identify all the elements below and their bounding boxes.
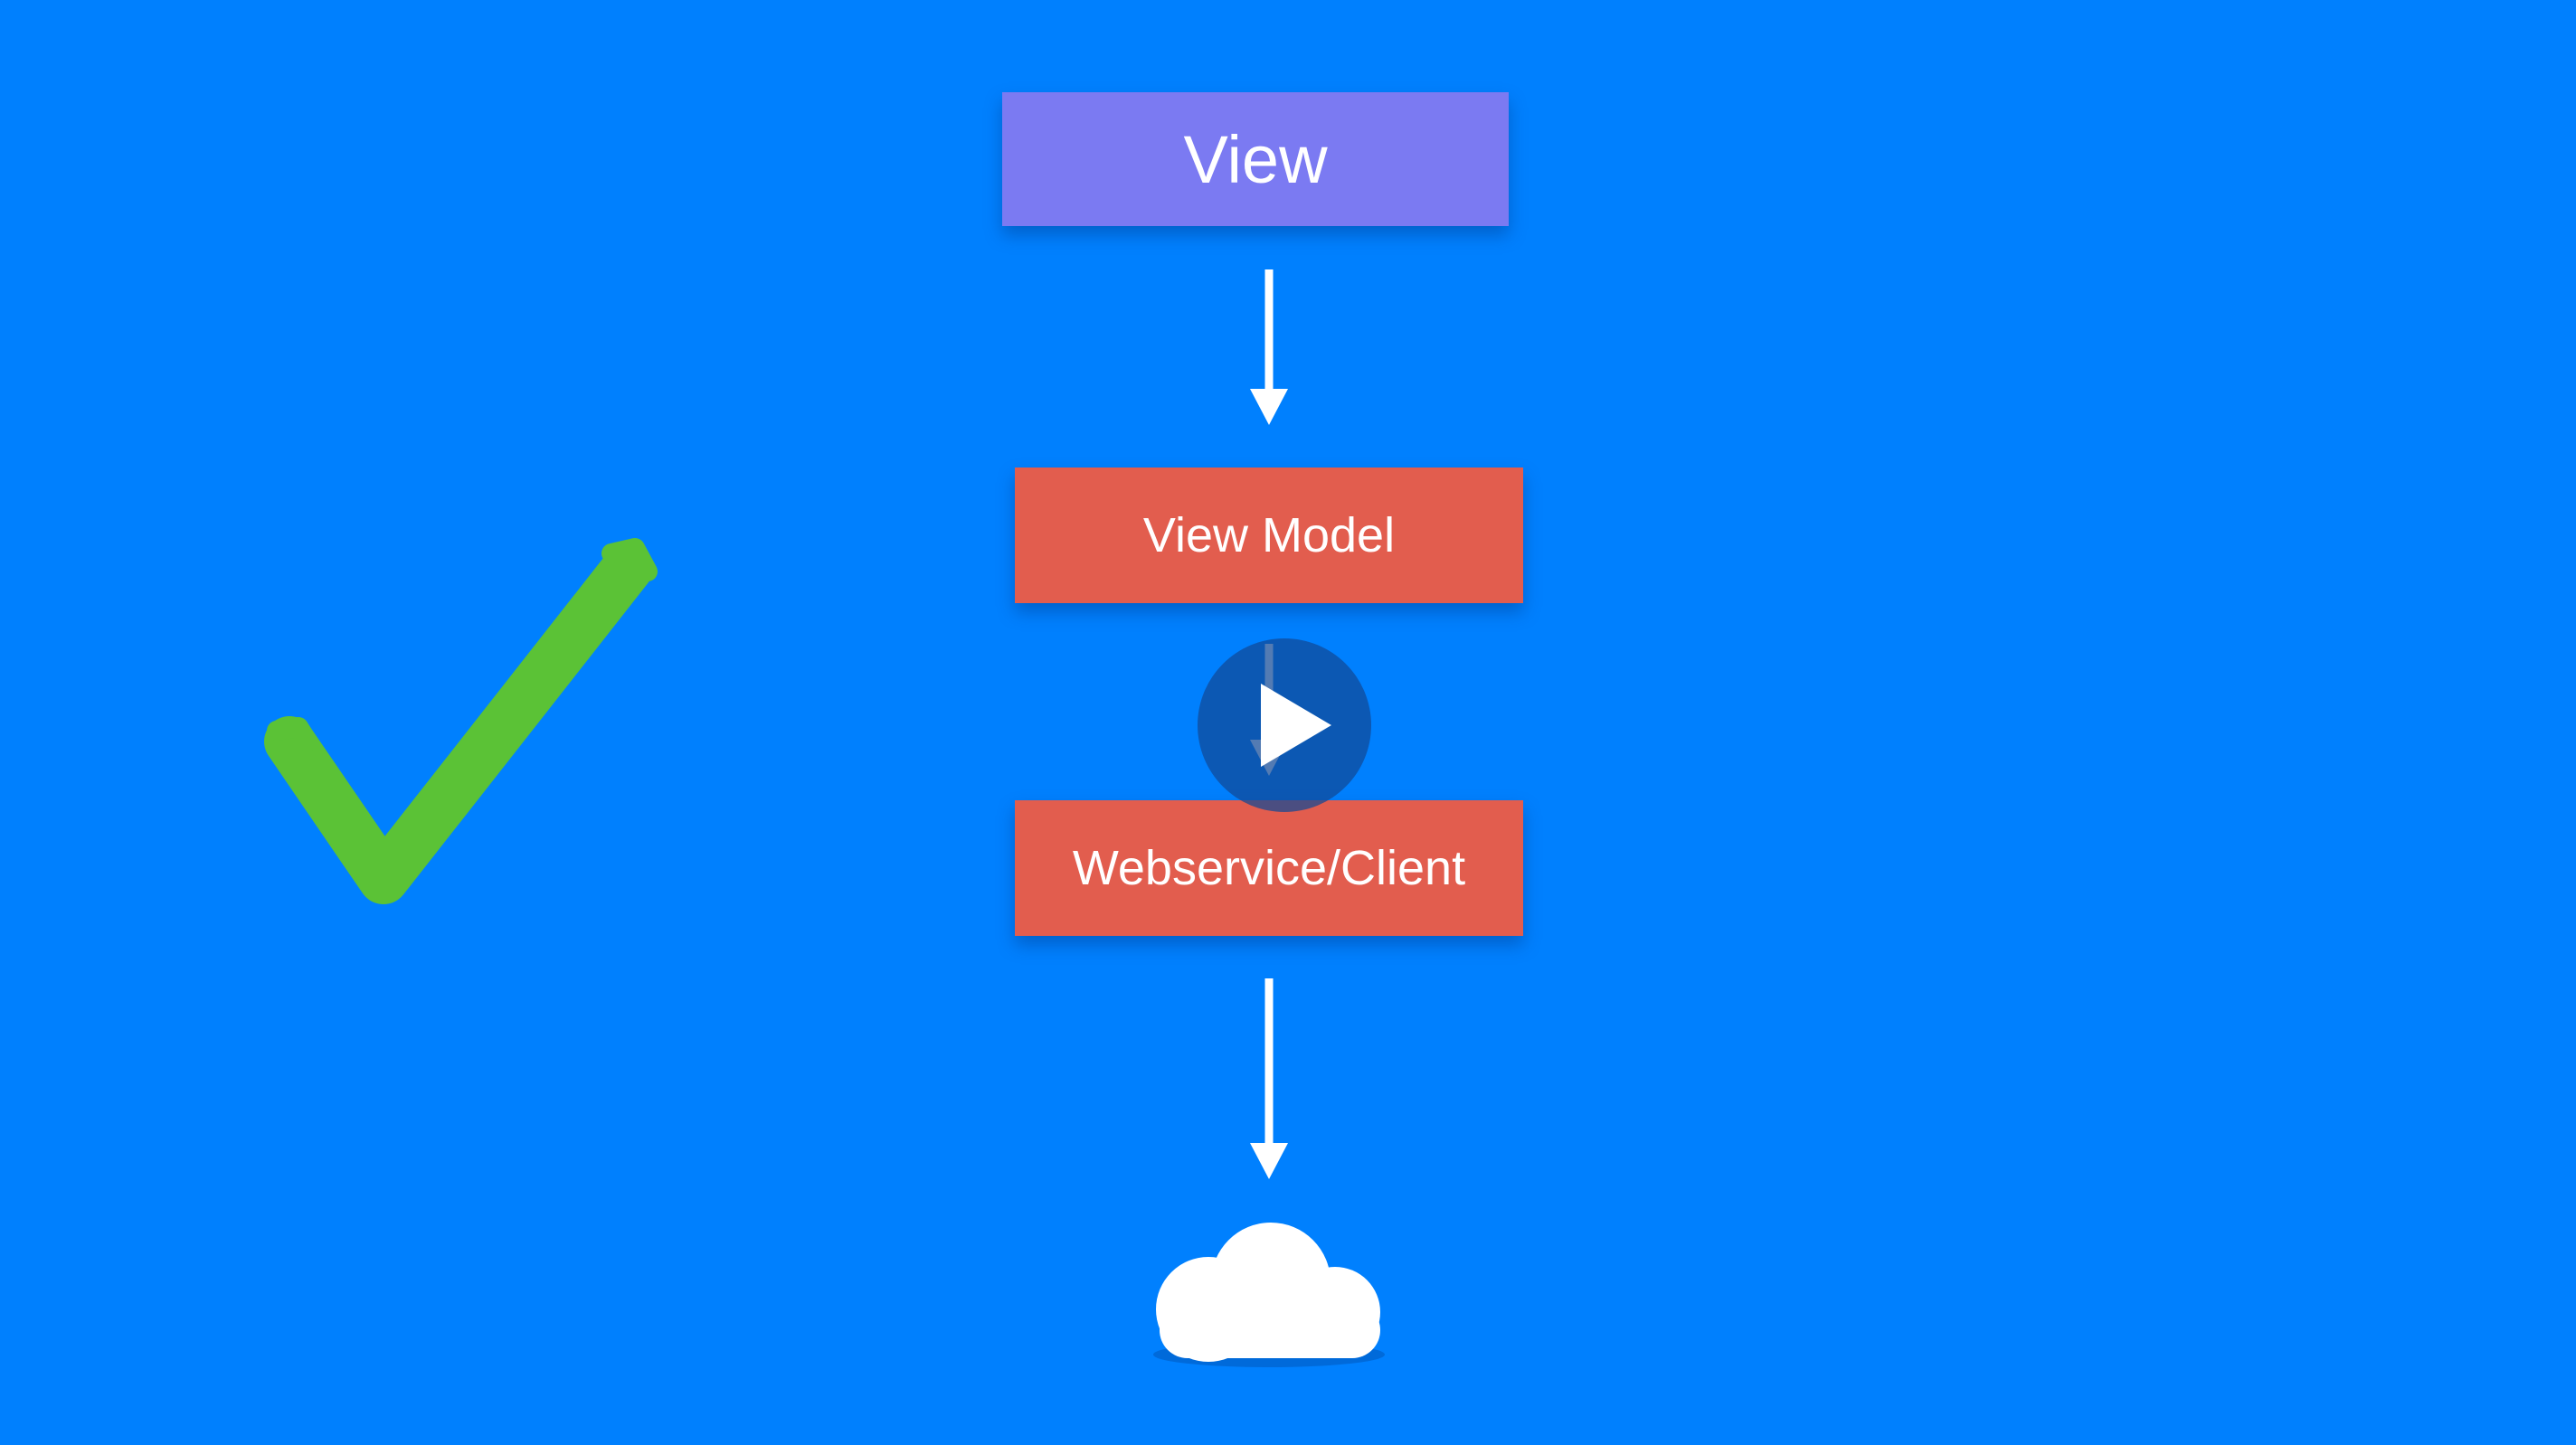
- node-view-model-label: View Model: [1142, 508, 1396, 562]
- arrow-view-to-viewmodel: [1250, 269, 1288, 425]
- play-button[interactable]: [1198, 638, 1371, 812]
- node-view-label: View: [1183, 121, 1328, 197]
- node-webservice-client-label: Webservice/Client: [1072, 841, 1466, 895]
- node-view: View: [1002, 92, 1509, 226]
- node-view-model: View Model: [1015, 468, 1523, 603]
- node-webservice-client: Webservice/Client: [1015, 800, 1523, 936]
- cloud-icon: [1153, 1223, 1385, 1367]
- play-icon: [1261, 684, 1331, 767]
- arrow-webservice-to-cloud: [1250, 978, 1288, 1179]
- checkmark-icon: [264, 538, 658, 904]
